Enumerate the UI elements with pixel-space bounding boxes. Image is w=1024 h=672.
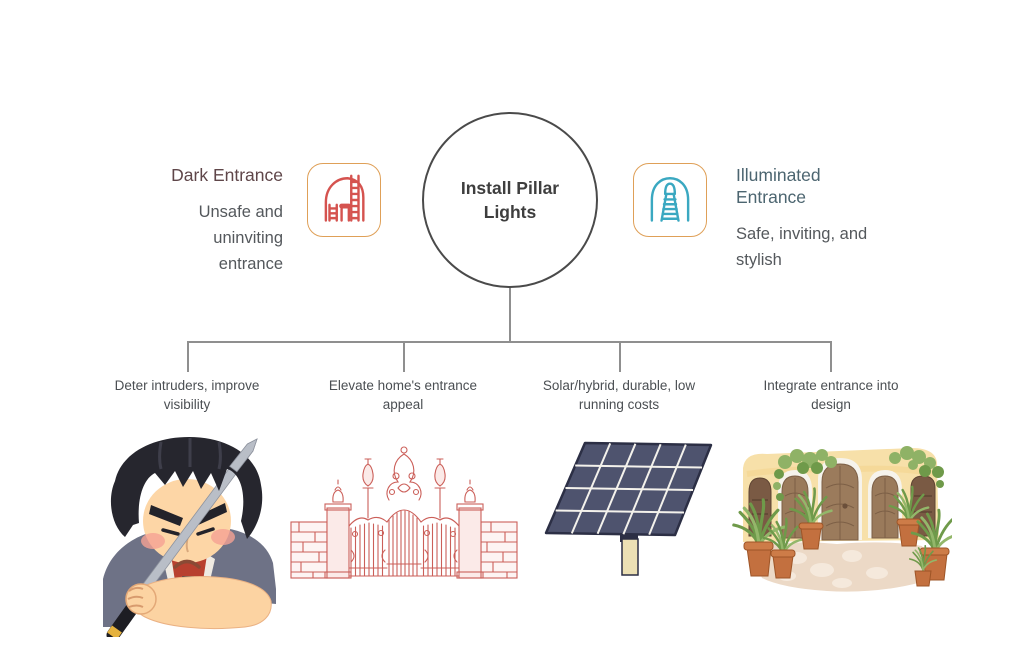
center-node-title: Install Pillar Lights bbox=[460, 178, 560, 222]
before-icon-box bbox=[307, 163, 381, 237]
center-node: Install Pillar Lights bbox=[422, 112, 598, 288]
connector-branch-2 bbox=[403, 341, 405, 372]
before-description: Unsafe and uninviting entrance bbox=[198, 203, 283, 273]
solar-panel-illustration bbox=[544, 441, 713, 576]
samurai-illustration bbox=[103, 437, 276, 637]
branch-label-4: Integrate entrance into design bbox=[763, 378, 899, 412]
gate-construction-icon bbox=[324, 174, 365, 222]
after-text-block: Illuminated Entrance Safe, inviting, and… bbox=[736, 164, 912, 273]
connector-horizontal bbox=[187, 341, 832, 343]
connector-branch-4 bbox=[830, 341, 832, 372]
connector-branch-1 bbox=[187, 341, 189, 372]
illuminated-archway-icon bbox=[650, 177, 690, 222]
branch-label-2: Elevate home's entrance appeal bbox=[328, 378, 478, 412]
after-heading: Illuminated Entrance bbox=[736, 165, 821, 207]
after-icon-box bbox=[633, 163, 707, 237]
courtyard-entrance-illustration bbox=[732, 446, 952, 592]
branch-label-1: Deter intruders, improve visibility bbox=[114, 378, 260, 412]
connector-branch-3 bbox=[619, 341, 621, 372]
before-heading: Dark Entrance bbox=[171, 165, 283, 185]
before-text-block: Dark Entrance Unsafe and uninviting entr… bbox=[100, 164, 283, 277]
branch-label-3: Solar/hybrid, durable, low running costs bbox=[542, 378, 696, 412]
after-description: Safe, inviting, and stylish bbox=[736, 225, 868, 269]
ornate-gate-illustration bbox=[290, 446, 518, 579]
connector-root bbox=[509, 288, 511, 341]
